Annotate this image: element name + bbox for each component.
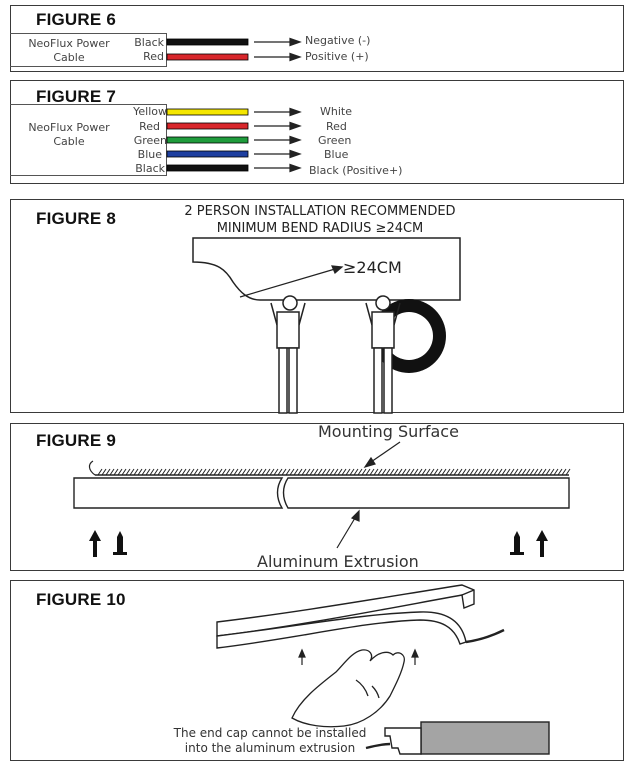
fig6-wire-red [166,53,249,61]
fig10-strip [216,584,475,649]
fig10-endcap-cable [365,742,391,750]
figure-7-panel [10,80,624,184]
fig6-arrow-1 [254,37,302,47]
fig10-up-arrow-left [298,648,306,665]
fig7-cable-box [10,104,167,176]
fig6-wire-label-black: Black [134,36,164,49]
fig6-cable-box [10,33,167,67]
fig7-wire-yellow [166,108,249,116]
fig8-note-line2: MINIMUM BEND RADIUS ≥24CM [216,221,424,236]
fig7-wire-label-blue: Blue [137,148,162,161]
fig6-dest-negative: Negative (-) [305,34,371,47]
fig7-cable-label-1: NeoFlux Power [28,121,110,134]
fig7-dest-black: Black (Positive+) [309,164,403,177]
fig7-wire-black [166,164,249,172]
fig10-up-arrow-right [411,648,419,665]
fig8-note-line1: 2 PERSON INSTALLATION RECOMMENDED [184,204,456,219]
figure-9-title: FIGURE 9 [36,431,117,450]
fig10-caption-line2: into the aluminum extrusion [184,741,356,755]
fig6-wire-label-red: Red [143,50,164,63]
fig9-extrusion-label: Aluminum Extrusion [257,552,419,571]
fig7-arrow-3 [254,135,302,145]
fig7-dest-green: Green [318,134,352,147]
figure-8-panel [10,199,624,413]
fig7-wire-label-yellow: Yellow [133,105,167,118]
fig9-surface-hook [88,460,96,476]
fig7-arrow-1 [254,107,302,117]
fig8-strip [192,237,461,301]
fig8-radius-arrow [239,265,344,298]
fig9-mounting-label: Mounting Surface [318,422,459,441]
fig9-left-up-arrow-icon [89,530,101,557]
fig9-left-screw-icon [113,531,127,555]
figure-6-panel [10,5,624,72]
fig8-coil-inner [385,312,433,360]
fig7-cable-label-2: Cable [53,135,85,148]
fig8-person-2 [365,295,401,414]
fig7-wire-label-black: Black [135,162,165,175]
fig6-arrow-2 [254,52,302,62]
fig9-extrusion-arrow [336,509,360,549]
fig6-wire-black [166,38,249,46]
fig6-cable-label-2: Cable [53,51,85,64]
fig7-dest-white: White [320,105,352,118]
figure-6-title: FIGURE 6 [36,10,117,29]
fig6-dest-positive: Positive (+) [305,50,369,63]
fig10-caption-line1: The end cap cannot be installed [173,726,367,740]
fig7-arrow-2 [254,121,302,131]
fig7-arrow-5 [254,163,302,173]
fig9-extrusion [73,477,570,509]
fig10-cable [465,628,505,644]
fig6-cable-label-1: NeoFlux Power [28,37,110,50]
figure-8-title: FIGURE 8 [36,209,117,228]
fig10-extrusion-profile [384,721,550,755]
fig10-hand-icon [291,649,405,728]
fig7-wire-red [166,122,249,130]
fig7-dest-red: Red [326,120,347,133]
fig7-wire-blue [166,150,249,158]
fig7-wire-green [166,136,249,144]
fig9-right-up-arrow-icon [536,530,548,557]
figure-10-title: FIGURE 10 [36,590,126,609]
fig9-right-screw-icon [510,531,524,555]
fig7-arrow-4 [254,149,302,159]
fig7-dest-blue: Blue [324,148,349,161]
fig9-surface-hatch [97,468,571,476]
fig9-mounting-arrow [363,441,401,469]
figure-7-title: FIGURE 7 [36,87,117,106]
fig7-wire-label-red: Red [139,120,160,133]
fig8-radius-label: ≥24CM [343,258,402,277]
fig7-wire-label-green: Green [133,134,167,147]
fig8-person-1 [270,295,306,414]
